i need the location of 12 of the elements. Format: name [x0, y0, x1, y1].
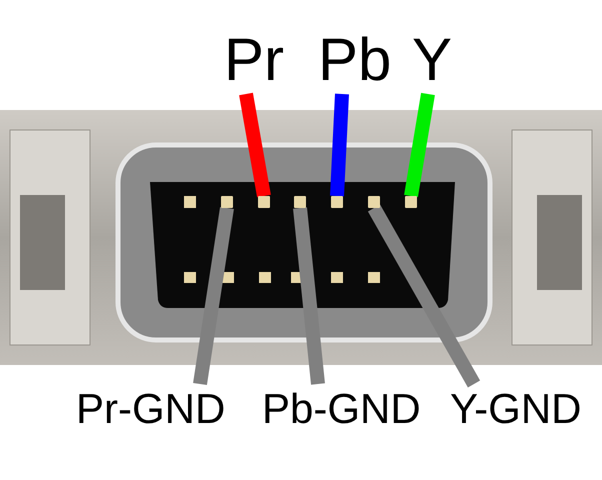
pin-contact: [368, 196, 380, 208]
signal-label: Pb-GND: [262, 388, 421, 430]
signal-label: Pr: [224, 30, 284, 90]
pin-contact: [405, 196, 417, 208]
signal-label: Pr-GND: [76, 388, 226, 430]
signal-label: Pb: [318, 30, 392, 90]
pin-contact: [294, 196, 306, 208]
pin-contact: [221, 196, 233, 208]
signal-label: Y-GND: [450, 388, 582, 430]
pin-contact: [331, 196, 343, 208]
signal-label: Y: [412, 30, 452, 90]
pin-contact: [258, 196, 270, 208]
